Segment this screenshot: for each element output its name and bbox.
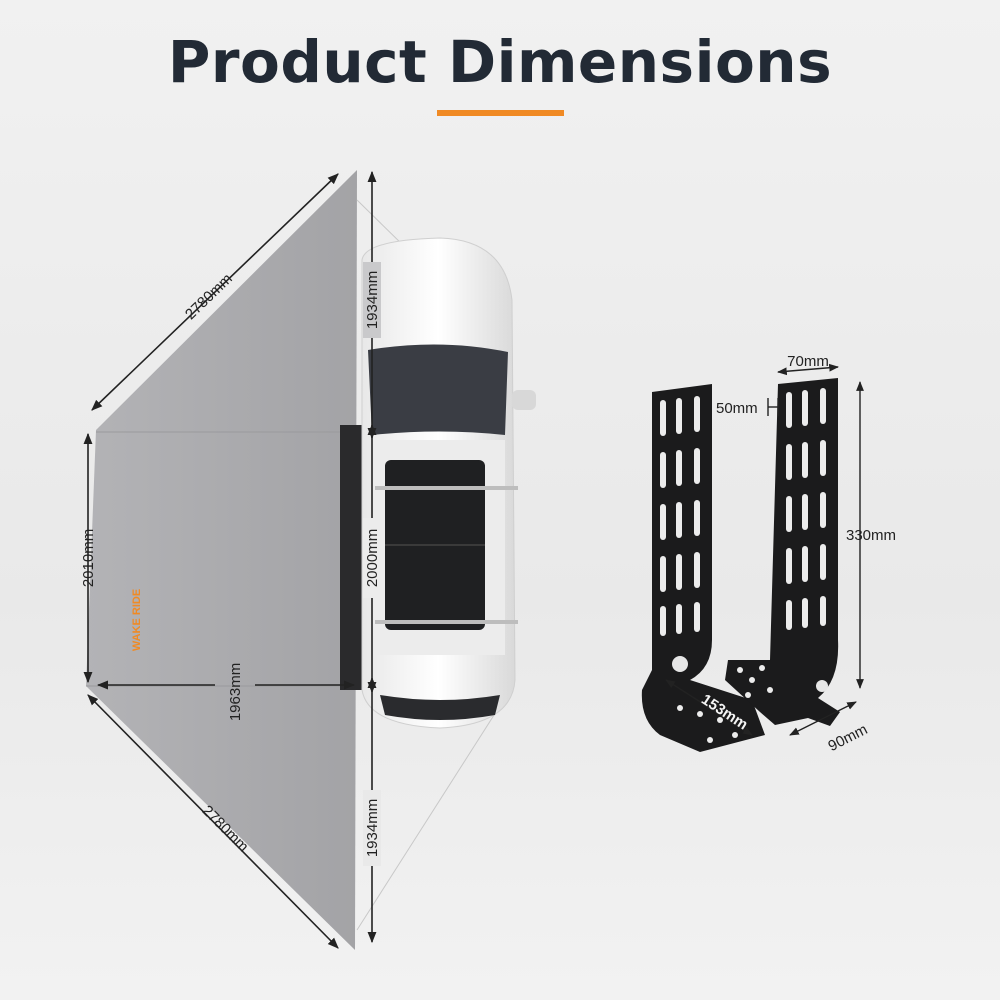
awning-logo: WAKE RIDE (131, 589, 143, 651)
mounting-brackets (641, 378, 840, 752)
dim-bracket-height: 330mm (846, 527, 896, 544)
dim-front-span: 1934mm (364, 271, 381, 329)
title-underline (437, 110, 564, 116)
dim-base-width: 90mm (826, 721, 871, 755)
car (361, 237, 536, 729)
dim-hole-spacing: 50mm (716, 400, 758, 417)
dim-car-span: 2000mm (364, 529, 381, 587)
dim-rear-span: 1934mm (364, 799, 381, 857)
dim-bracket-width: 70mm (787, 353, 829, 370)
bracket-dimension-lines (665, 363, 864, 736)
dim-depth: 1963mm (227, 663, 244, 721)
bracket-right (725, 378, 840, 726)
page-title: Product Dimensions (167, 28, 833, 96)
dim-side-height: 2010mm (80, 529, 97, 587)
